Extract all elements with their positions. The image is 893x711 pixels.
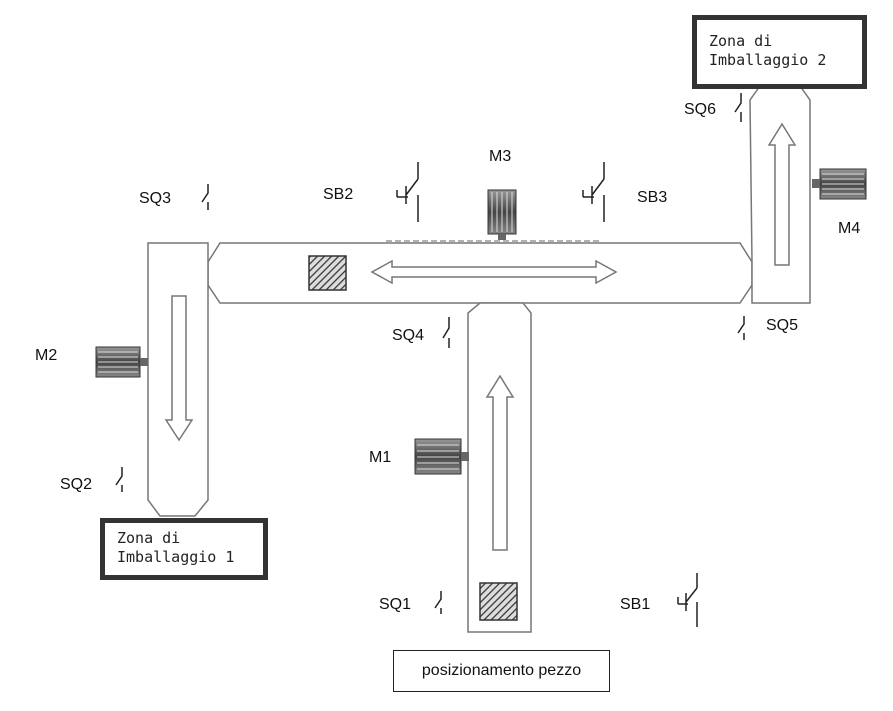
button-sb3-icon [582, 162, 605, 222]
motor-m1-label: M1 [369, 449, 392, 466]
motor-m3-label: M3 [489, 148, 512, 165]
sensor-sq6-label: SQ6 [684, 101, 717, 118]
motor-m4-icon [812, 168, 867, 200]
button-sb2-label: SB2 [323, 186, 354, 203]
switch-sq5-icon [737, 316, 745, 340]
zone2-line1: Zona di [709, 32, 773, 50]
sensor-sq4-label: SQ4 [392, 327, 425, 344]
motor-m3-icon [487, 189, 517, 240]
positioning-box: posizionamento pezzo [393, 650, 610, 692]
positioning-label: posizionamento pezzo [421, 662, 582, 679]
button-sb3-label: SB3 [637, 189, 668, 206]
switch-sq6-icon [734, 93, 742, 122]
packaging-zone-2: Zona di Imballaggio 2 [692, 15, 867, 89]
zone1-line1: Zona di [117, 529, 181, 547]
motor-m2-label: M2 [35, 347, 58, 364]
sensor-sq5-label: SQ5 [766, 317, 799, 334]
button-sb2-icon [396, 162, 419, 222]
workpiece-horizontal [308, 255, 347, 291]
switch-sq3-icon [201, 184, 209, 210]
arrow-bidirectional [370, 259, 618, 285]
zone1-line2: Imballaggio 1 [117, 548, 235, 566]
packaging-zone-1: Zona di Imballaggio 1 [100, 518, 268, 580]
workpiece-start [479, 582, 518, 621]
switch-sq1-icon [434, 591, 442, 614]
motor-m1-icon [414, 438, 469, 475]
button-sb1-icon [677, 573, 698, 627]
motor-m2-icon [95, 346, 148, 378]
sensor-sq1-label: SQ1 [379, 596, 412, 613]
arrow-up-center [485, 374, 515, 551]
arrow-down [164, 295, 194, 442]
sensor-sq2-label: SQ2 [60, 476, 93, 493]
button-sb1-label: SB1 [620, 596, 651, 613]
zone2-line2: Imballaggio 2 [709, 51, 827, 69]
arrow-up-right [767, 122, 797, 266]
switch-sq4-icon [442, 317, 450, 348]
motor-m4-label: M4 [838, 220, 861, 237]
switch-sq2-icon [115, 467, 123, 492]
sensor-sq3-label: SQ3 [139, 190, 172, 207]
